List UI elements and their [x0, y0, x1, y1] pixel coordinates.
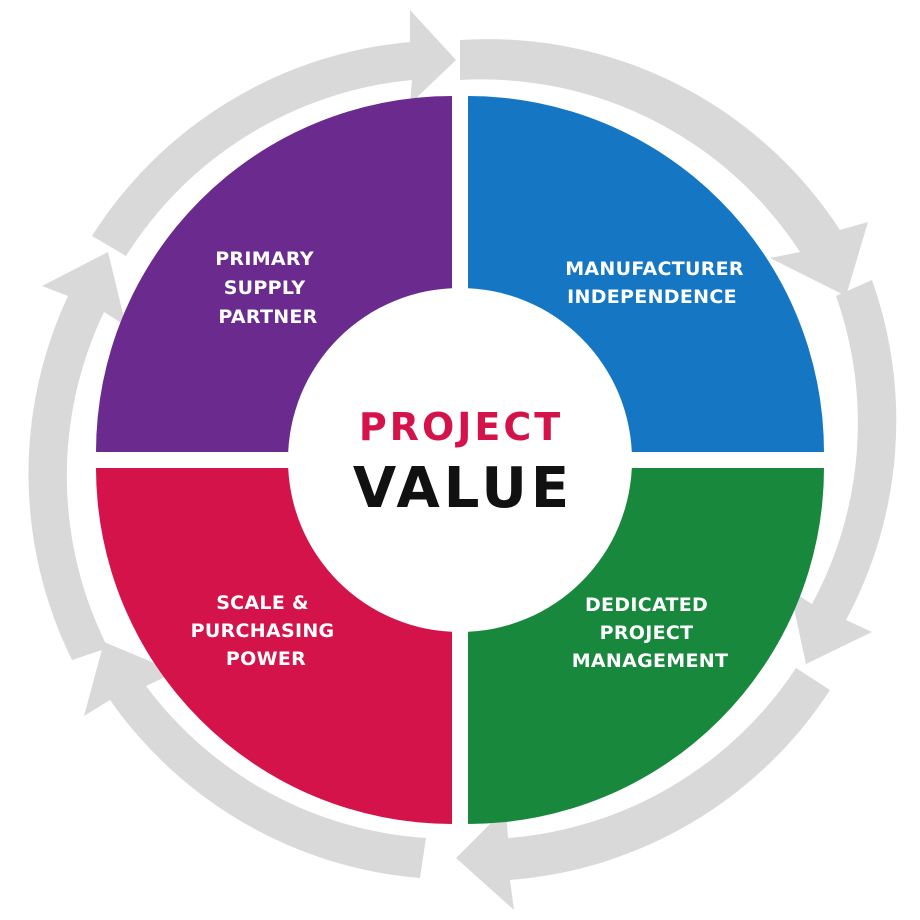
label-manufacturer-independence: MANUFACTURER INDEPENDENCE	[565, 258, 751, 308]
label-scale-purchasing-power: SCALE & PURCHASING POWER	[191, 592, 342, 670]
label-dedicated-project-management: DEDICATED PROJECT MANAGEMENT	[572, 594, 729, 672]
arrow-right-icon	[790, 280, 897, 664]
arrow-ring	[28, 10, 897, 910]
center-title-line1: PROJECT	[359, 405, 563, 449]
arrow-bottom-icon	[456, 668, 830, 910]
label-primary-supply-partner: PRIMARY SUPPLY PARTNER	[215, 248, 321, 328]
center-circle	[288, 288, 632, 632]
quadrant-labels: PRIMARY SUPPLY PARTNER MANUFACTURER INDE…	[191, 248, 751, 672]
center-title-line2: VALUE	[353, 456, 573, 521]
arrow-left-bottom-icon	[84, 642, 426, 878]
arrow-top-left-icon	[92, 10, 456, 256]
arrow-top-right-icon	[460, 39, 868, 296]
arrow-left-icon	[28, 252, 127, 660]
